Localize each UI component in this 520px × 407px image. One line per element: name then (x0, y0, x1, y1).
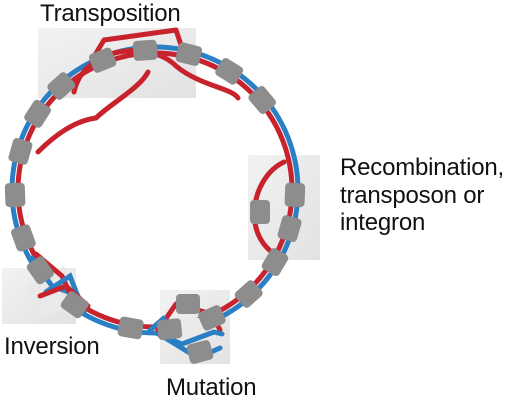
gene-block (248, 86, 276, 114)
gene-block (186, 340, 214, 364)
gene-block (277, 215, 302, 242)
gene-block (24, 99, 51, 128)
label-recombination: Recombination, transposon or integron (340, 154, 504, 237)
gene-block (11, 224, 36, 252)
gene-block (4, 182, 26, 208)
label-mutation: Mutation (166, 374, 257, 401)
label-recombination-line-3: integron (340, 209, 426, 237)
gene-block (175, 42, 203, 66)
transposition-arcs (35, 27, 241, 155)
label-recombination-line-1: Recombination, (340, 154, 504, 181)
gene-block (261, 248, 289, 277)
gene-blocks (4, 39, 306, 364)
gene-block (60, 291, 89, 319)
gene-block (284, 182, 306, 208)
gene-block (215, 57, 244, 85)
label-inversion: Inversion (4, 333, 100, 360)
gene-block (250, 200, 270, 224)
gene-block (8, 138, 33, 165)
gene-block (234, 280, 263, 308)
gene-block (88, 47, 117, 73)
label-recombination-line-2: transposon or (340, 181, 485, 209)
gene-block (26, 256, 54, 285)
gene-block (132, 39, 158, 61)
gene-block (117, 316, 144, 340)
gene-block (47, 72, 76, 100)
gene-block (198, 305, 226, 331)
gene-block (157, 318, 183, 341)
gene-block (176, 294, 200, 314)
label-transposition: Transposition (40, 0, 181, 27)
